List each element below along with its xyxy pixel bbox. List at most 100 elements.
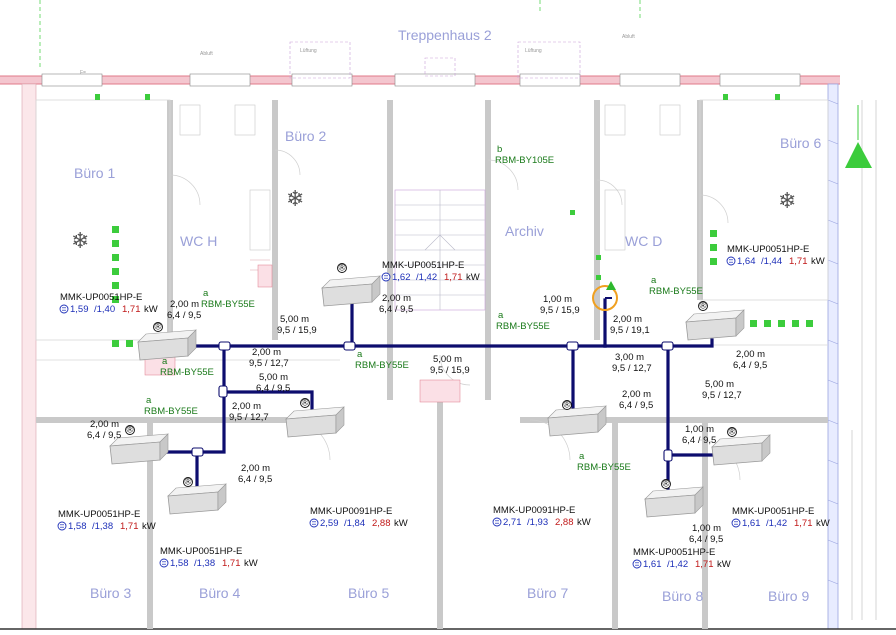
- svg-text:Lüftung: Lüftung: [525, 48, 542, 54]
- pipe-length-label: 5,00 m: [280, 314, 309, 325]
- branch-kit-letter: a: [498, 310, 504, 321]
- unit-side: [735, 309, 745, 337]
- green-arrow-icon: [606, 281, 616, 290]
- pipe-diameter-label: 6,4 / 9,5: [733, 360, 767, 371]
- pipe-diameter-label: 6,4 / 9,5: [167, 310, 201, 321]
- pipe-length-label: 2,00 m: [170, 299, 199, 310]
- room-label-archiv: Archiv: [505, 223, 544, 239]
- pipe-diameter-label: 6,4 / 9,5: [256, 383, 290, 394]
- unit-side: [694, 486, 704, 514]
- power-unit: kW: [816, 518, 830, 529]
- branch-kit-model: RBM-BY55E: [649, 286, 703, 297]
- room-label-buero-2: Büro 2: [285, 128, 326, 144]
- room-label-buero-3: Büro 3: [90, 585, 131, 601]
- pipe-length-label: 2,00 m: [232, 401, 261, 412]
- room-label-buero-5: Büro 5: [348, 585, 389, 601]
- indoor-unit: ®: [711, 427, 771, 466]
- pipe-diameter-label: 9,5 / 12,7: [249, 358, 289, 369]
- power-cooling: 2,71: [503, 517, 522, 528]
- unit-front: [711, 442, 763, 466]
- snowflake-icon: ❄: [71, 229, 89, 254]
- pipe-length-label: 2,00 m: [252, 347, 281, 358]
- power-cooling: 1,64: [737, 256, 756, 267]
- unit-front: [547, 413, 599, 437]
- power-sensible: /1,42: [766, 518, 787, 529]
- unit-side: [597, 405, 607, 433]
- branch-kit-letter: a: [146, 395, 152, 406]
- power-cooling: 1,59: [70, 304, 89, 315]
- unit-side: [187, 329, 197, 357]
- circled-equals-icon: [309, 518, 319, 528]
- outdoor-unit-connection: [592, 281, 618, 311]
- power-unit: kW: [717, 559, 731, 570]
- power-cooling: 1,58: [170, 558, 189, 569]
- circled-equals-icon: [159, 558, 169, 568]
- power-heating: 1,71: [444, 272, 463, 283]
- room-label-buero-4: Büro 4: [199, 585, 240, 601]
- power-sensible: /1,42: [667, 559, 688, 570]
- unit-model-label: MMK-UP0091HP-E: [310, 506, 392, 517]
- room-label-wc-d: WC D: [625, 233, 662, 249]
- circled-equals-icon: [381, 272, 391, 282]
- unit-front: [644, 494, 696, 518]
- room-label-buero-1: Büro 1: [74, 165, 115, 181]
- pipe-length-label: 2,00 m: [613, 314, 642, 325]
- pipe-length-label: 3,00 m: [615, 352, 644, 363]
- pipe-diameter-label: 9,5 / 19,1: [610, 325, 650, 336]
- room-labels: Büro 1 Büro 2 Treppenhaus 2 WC H Archiv …: [74, 27, 821, 604]
- pipe-length-label: 2,00 m: [382, 293, 411, 304]
- room-label-buero-7: Büro 7: [527, 585, 568, 601]
- pipe-diameter-label: 6,4 / 9,5: [682, 435, 716, 446]
- power-unit: kW: [142, 521, 156, 532]
- pipe-diameter-label: 6,4 / 9,5: [87, 430, 121, 441]
- refrigerant-pipes: [163, 294, 714, 502]
- unit-side: [335, 406, 345, 434]
- power-sensible: /1,38: [194, 558, 215, 569]
- circled-equals-icon: [57, 521, 67, 531]
- unit-side: [217, 483, 227, 511]
- unit-model-label: MMK-UP0091HP-E: [493, 505, 575, 516]
- indoor-unit: ®: [321, 263, 381, 307]
- indoor-unit: ®: [109, 425, 169, 465]
- power-heating: 1,71: [695, 559, 714, 570]
- pipe-diameter-label: 9,5 / 15,9: [430, 365, 470, 376]
- power-heating: 1,71: [794, 518, 813, 529]
- pipe-diameter-label: 9,5 / 15,9: [277, 325, 317, 336]
- unit-model-label: MMK-UP0051HP-E: [732, 506, 814, 517]
- green-markers: [95, 94, 813, 347]
- branch-connectors: [191, 341, 674, 462]
- unit-model-label: MMK-UP0051HP-E: [633, 547, 715, 558]
- pipe-diameter-label: 9,5 / 12,7: [229, 412, 269, 423]
- power-unit: kW: [244, 558, 258, 569]
- unit-model-label: MMK-UP0051HP-E: [160, 546, 242, 557]
- unit-front: [285, 414, 337, 438]
- exterior-wall-left: [21, 83, 37, 630]
- registered-mark: ®: [663, 479, 670, 490]
- power-unit: kW: [577, 517, 591, 528]
- branch-kit-model: RBM-BY55E: [144, 406, 198, 417]
- registered-icon: [562, 400, 572, 410]
- room-label-buero-6: Büro 6: [780, 135, 821, 151]
- window: [41, 73, 103, 87]
- pipe-length-label: 5,00 m: [259, 372, 288, 383]
- unit-model-label: MMK-UP0051HP-E: [58, 509, 140, 520]
- pipe-length-label: 1,00 m: [692, 523, 721, 534]
- branch-kit-letter: a: [651, 275, 657, 286]
- registered-icon: [727, 427, 737, 437]
- registered-icon: [125, 425, 135, 435]
- pipe-diameter-label: 9,5 / 12,7: [612, 363, 652, 374]
- power-unit: kW: [811, 256, 825, 267]
- unit-model-label: MMK-UP0051HP-E: [60, 292, 142, 303]
- unit-front: [109, 441, 161, 465]
- pipe-length-label: 2,00 m: [736, 349, 765, 360]
- unit-front: [167, 491, 219, 515]
- svg-text:Abluft: Abluft: [622, 34, 635, 40]
- snowflake-icon: ❄: [286, 187, 304, 212]
- window: [291, 73, 353, 87]
- registered-icon: [661, 479, 671, 489]
- window: [394, 73, 476, 87]
- pipe-length-label: 2,00 m: [241, 463, 270, 474]
- power-heating: 1,71: [120, 521, 139, 532]
- indoor-unit: ®: [167, 477, 227, 515]
